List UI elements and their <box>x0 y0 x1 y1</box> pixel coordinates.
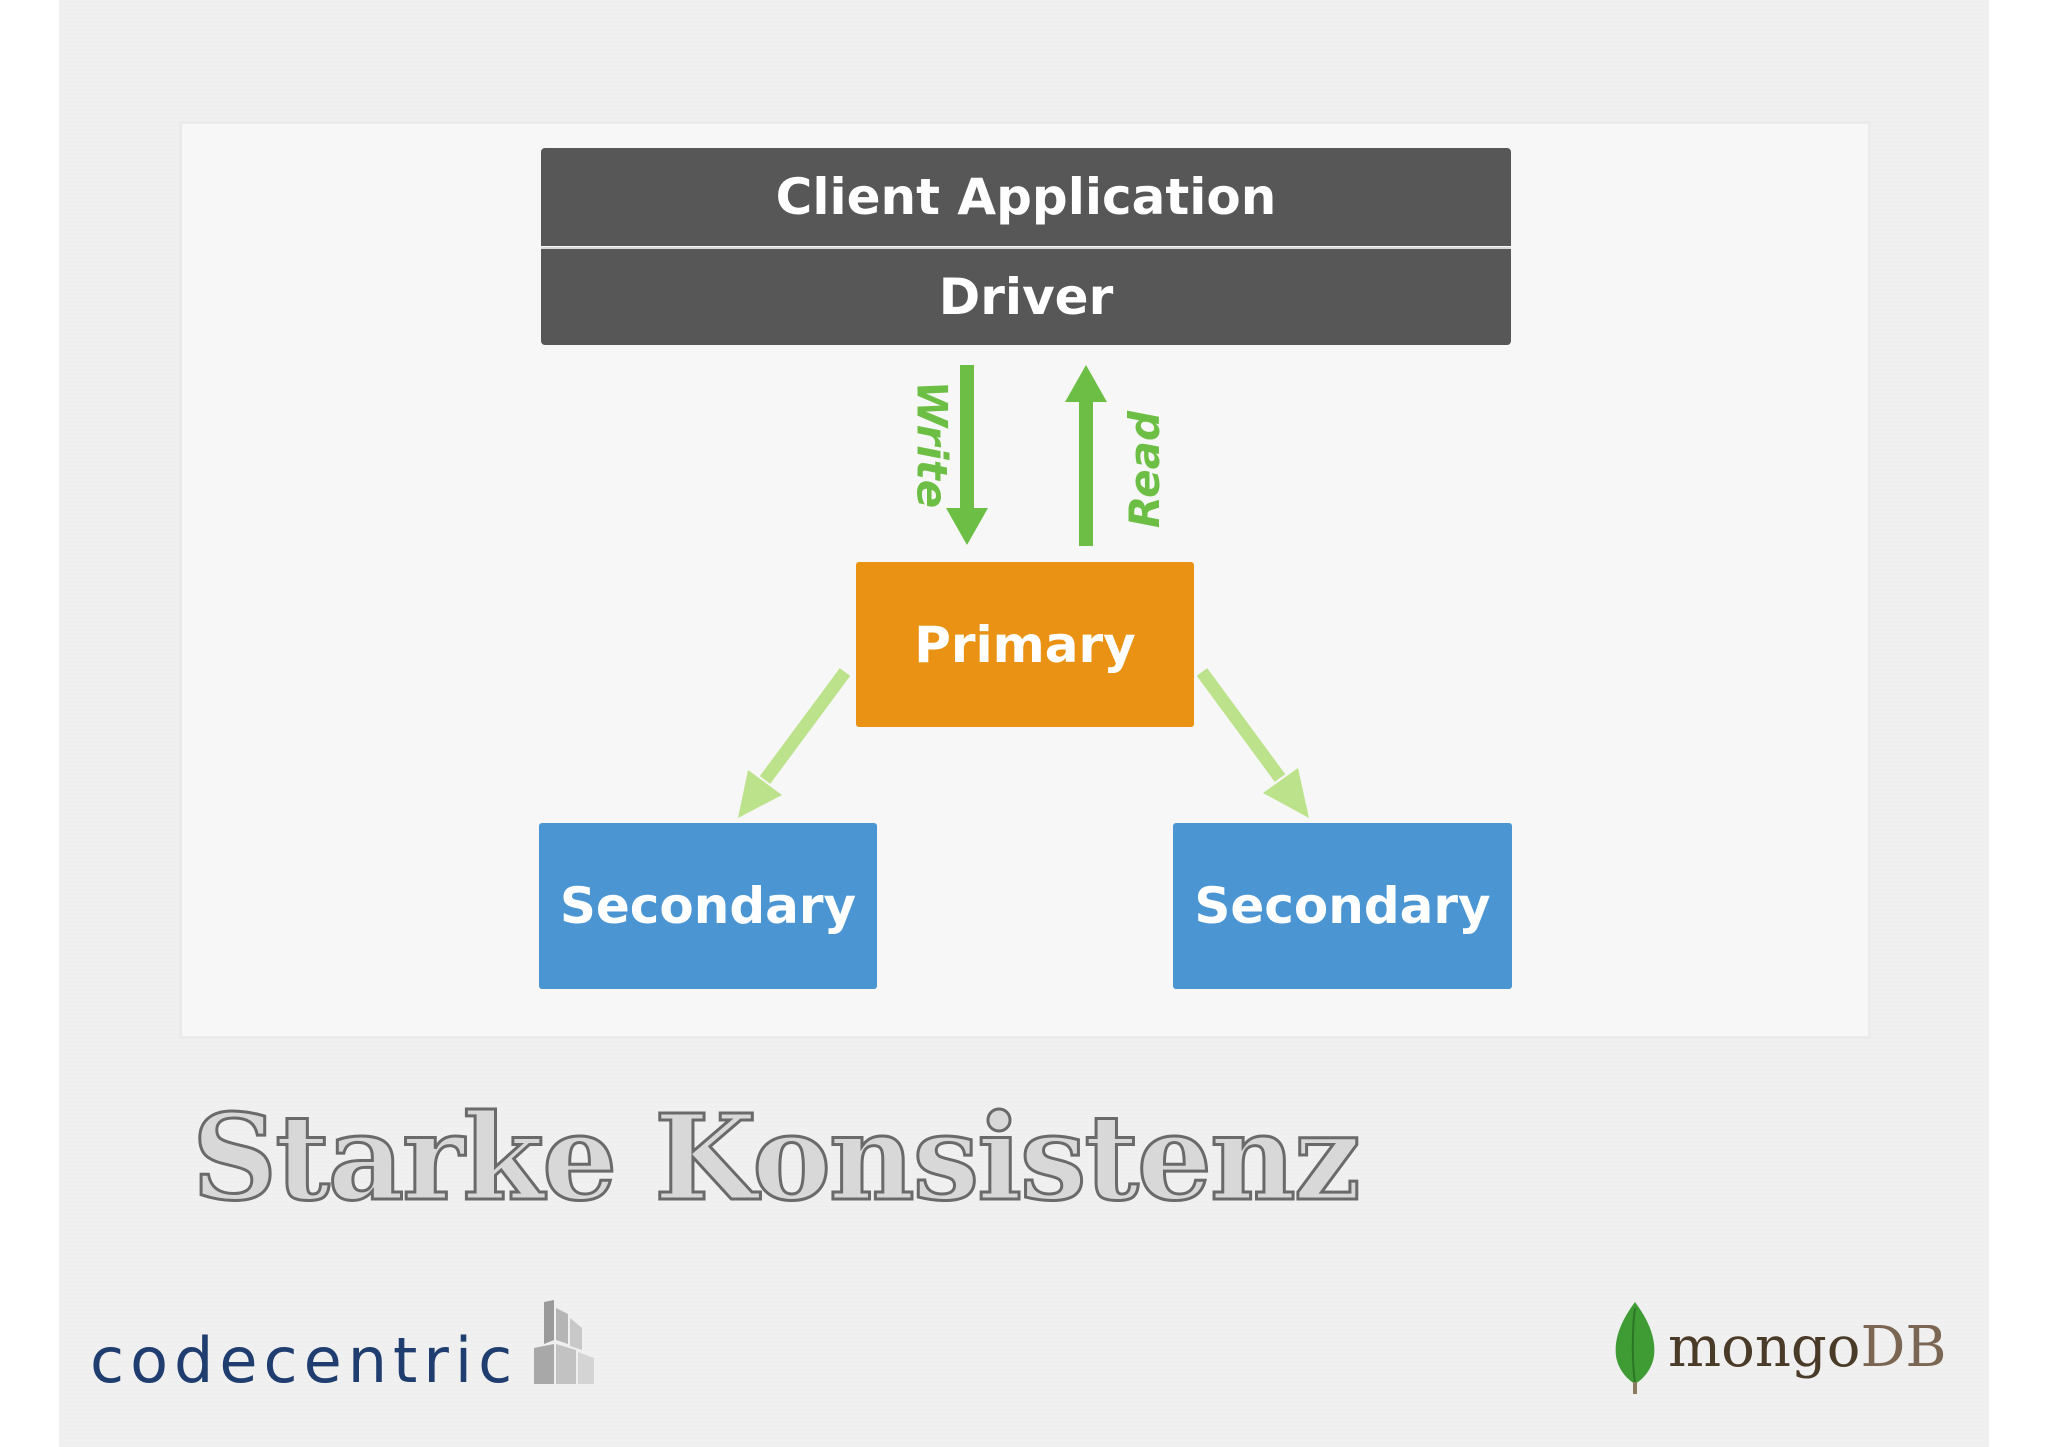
replication-arrow-left <box>738 668 851 818</box>
mongodb-leaf-icon <box>1615 1302 1655 1394</box>
secondary-left-label: Secondary <box>559 877 857 935</box>
slide-title: Starke Konsistenz <box>191 1087 1363 1229</box>
driver-label: Driver <box>938 268 1114 326</box>
mongodb-mongo-text: mongo <box>1668 1315 1861 1380</box>
client-application-label: Client Application <box>775 168 1277 226</box>
driver-box: Driver <box>541 247 1511 345</box>
replication-arrow-right <box>1196 668 1309 818</box>
read-label: Read <box>1120 410 1170 529</box>
secondary-node-right: Secondary <box>1173 823 1512 989</box>
codecentric-logo: codecentric <box>90 1300 602 1392</box>
mongodb-logo: mongoDB <box>1612 1300 1947 1396</box>
primary-node: Primary <box>856 562 1194 727</box>
primary-label: Primary <box>914 615 1136 674</box>
mongodb-db-text: DB <box>1860 1315 1947 1380</box>
secondary-right-label: Secondary <box>1194 877 1491 935</box>
write-arrow <box>946 365 988 545</box>
write-label: Write <box>907 380 957 509</box>
secondary-node-left: Secondary <box>539 823 877 989</box>
codecentric-wordmark: codecentric <box>90 1324 519 1397</box>
client-application-box: Client Application <box>541 148 1511 246</box>
mongodb-wordmark: mongoDB <box>1668 1320 1947 1376</box>
read-arrow <box>1065 365 1107 546</box>
codecentric-mark-icon <box>534 1300 595 1384</box>
